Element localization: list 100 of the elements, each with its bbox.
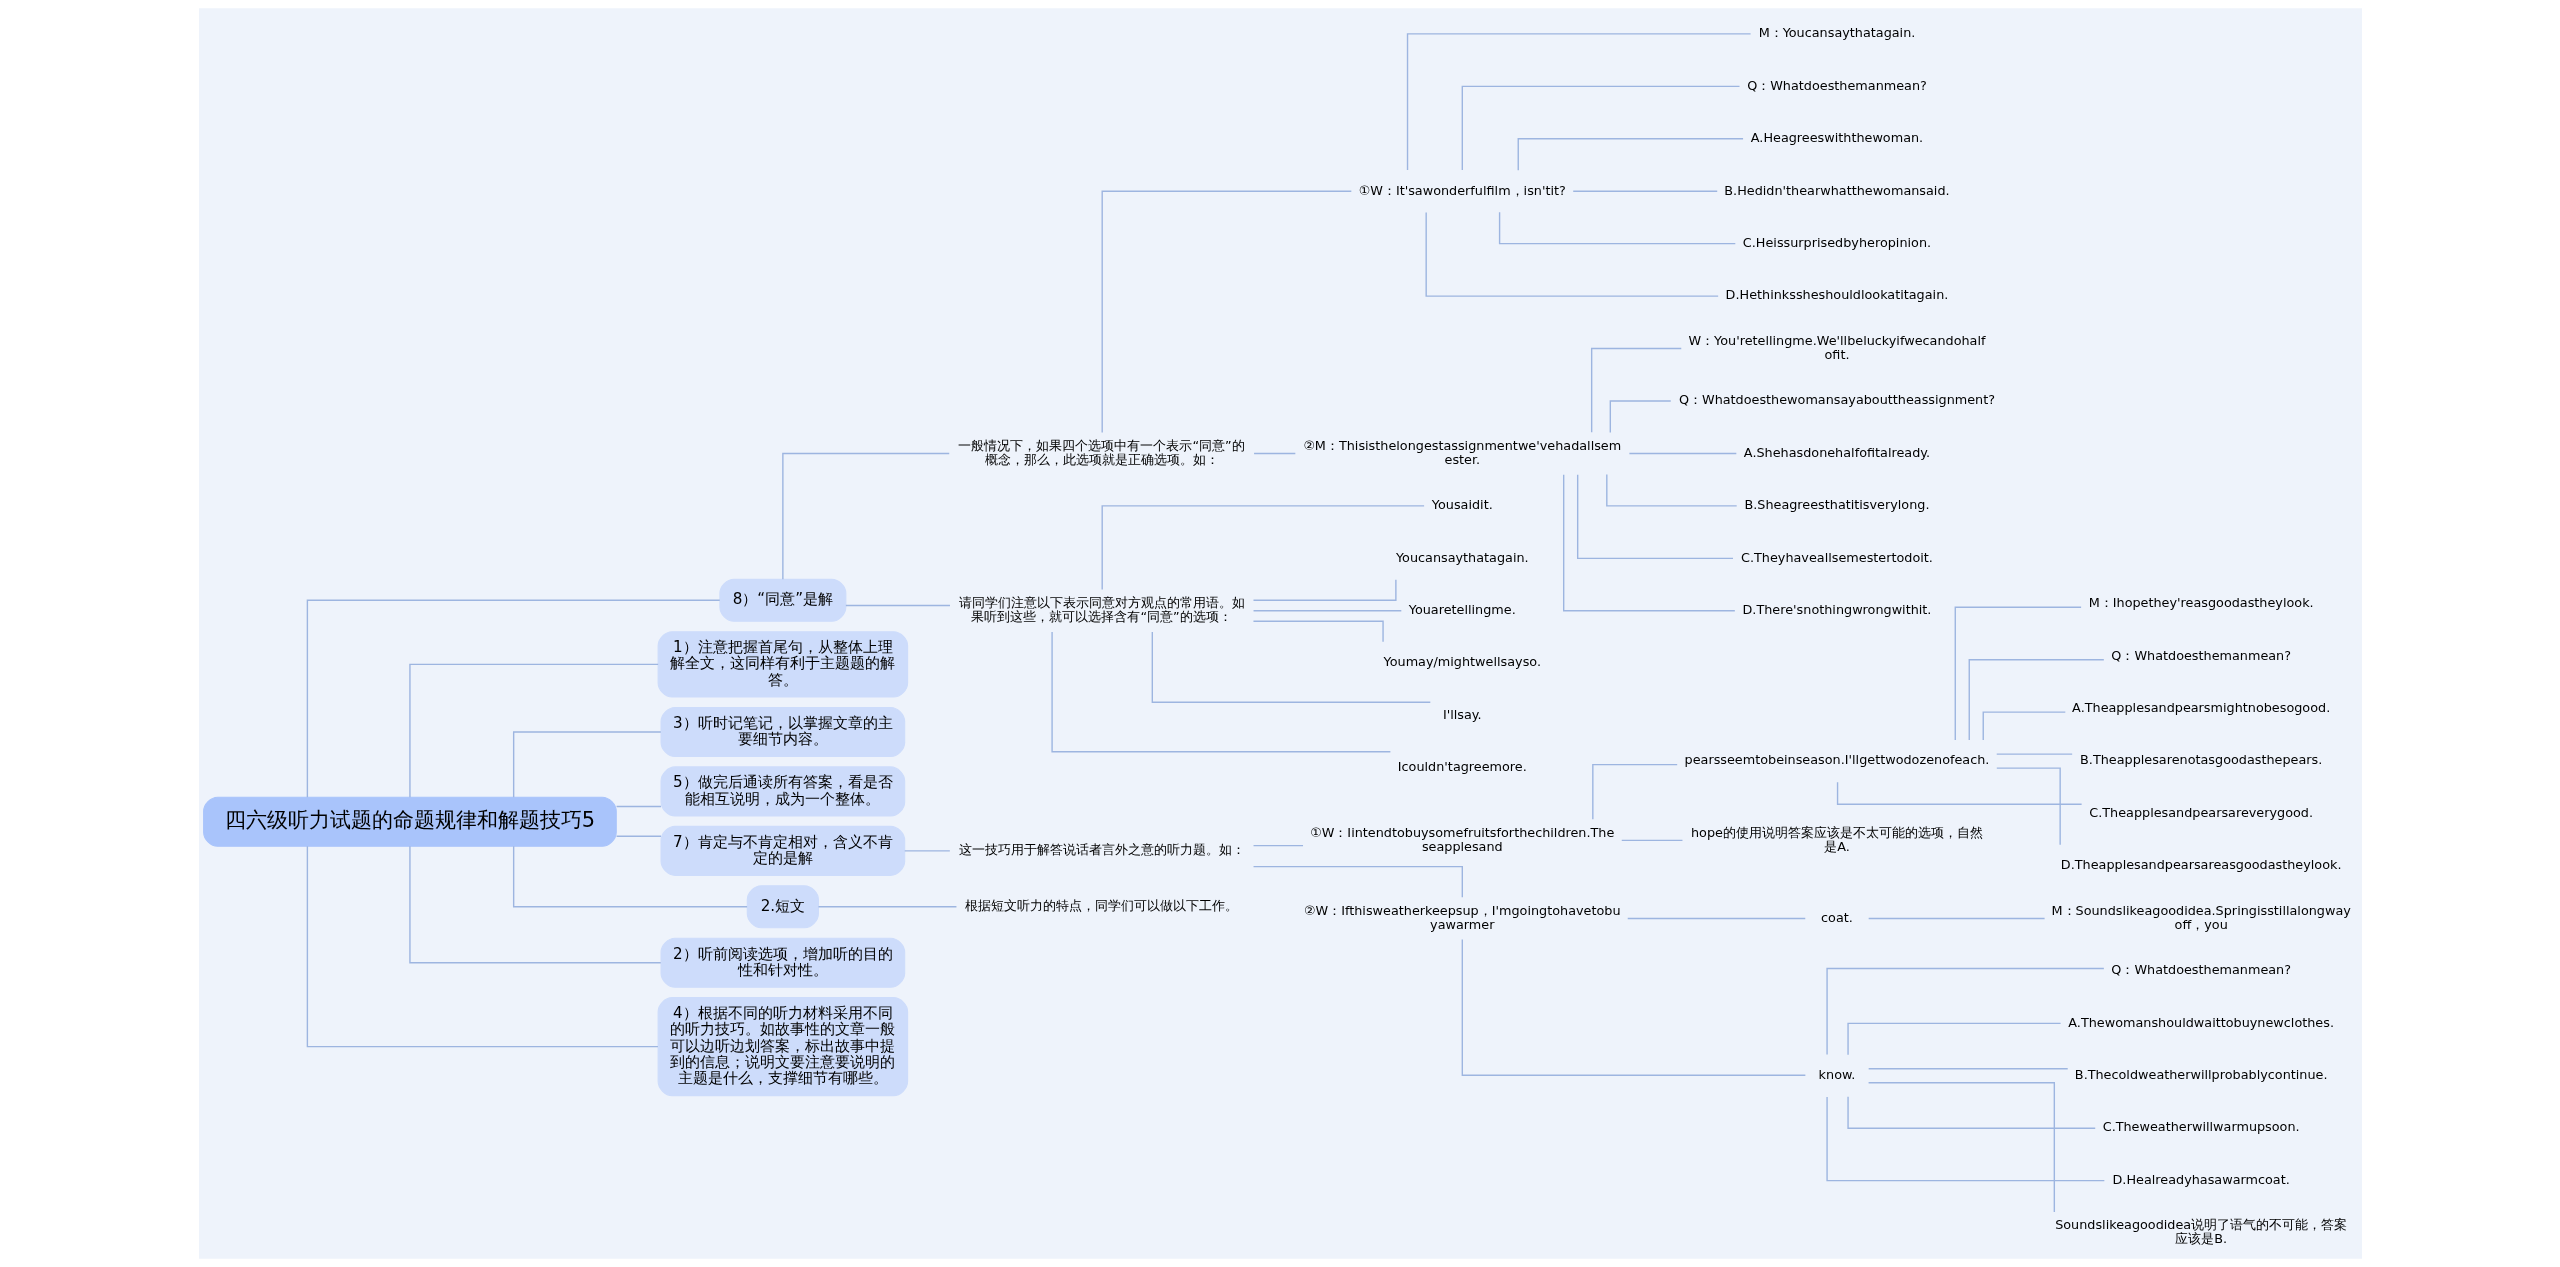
node-box: 8）“同意”是解 [718,578,846,622]
connector [1050,631,1391,753]
node-box: 3）听时记笔记，以掌握文章的主要细节内容。 [660,706,905,758]
connector [408,663,659,798]
connector [1461,85,1740,171]
node-text: ①W：Iintendtobuysomefruitsforthechildren.Theseapplesand [1309,824,1614,854]
connector [1252,610,1402,612]
node-text: hope的使用说明答案应该是不太可能的选项，自然是A. [1690,824,1983,854]
node-text: W：You'retellingme.We'llbeluckyifwecandohalfofit. [1687,332,1986,362]
connector [1846,1022,2061,1056]
connector [1995,767,2061,846]
connector [1101,505,1425,591]
connector [1846,1096,2096,1129]
connector [1406,33,1751,171]
node-text: Youmay/mightwellsayso. [1383,654,1541,670]
connector [1562,473,1736,612]
connector [1252,865,1463,899]
connector [512,845,748,908]
connector [408,845,661,964]
connector [1867,1068,2068,1070]
connector [1968,659,2105,741]
node-text: M：Youcansaythatagain. [1758,25,1915,41]
node-text: B.Theapplesarenotasgoodasthepears. [2079,752,2322,768]
node-text: A.Theapplesandpearsmightnobesogood. [2071,699,2330,715]
node-text: Yousaidit. [1431,497,1493,513]
node-text: A.Thewomanshouldwaittobuynewclothes. [2067,1014,2334,1030]
node-text: I'llsay. [1442,706,1482,722]
node-text: 请同学们注意以下表示同意对方观点的常用语。如果听到这些，就可以选择含有“同意”的选项： [958,595,1245,625]
connector [1252,620,1384,643]
node-box: 4）根据不同的听力材料采用不同的听力技巧。如故事性的文章一般可以边听边划答案，标出故事中提到的信息；说明文要注意要说明的主题是什么，支撑细节有哪些。 [657,997,908,1097]
connector [1572,190,1718,192]
node-text: D.Hethinkssheshouldlookatitagain. [1725,287,1948,303]
connector [512,731,662,798]
node-text: ②W：Ifthisweatherkeepsup，I'mgoingtohavetobuyawarmer [1303,902,1621,932]
node-text: ①W：It'sawonderfulfilm，isn'tit? [1358,182,1566,198]
node-text: Soundslikeagoodidea说明了语气的不可能，答案应该是B. [2054,1217,2347,1247]
connector [306,845,659,1048]
node-text: M：Ihopethey'reasgoodastheylook. [2088,595,2314,611]
node-text: A.Shehasdonehalfofitalready. [1743,444,1930,460]
node-box: 5）做完后通读所有答案，看是否能相互说明，成为一个整体。 [660,766,905,817]
connector [1867,917,2045,920]
node-text: pearsseemtobeinseason.I'llgettwodozenofeach. [1684,752,1989,768]
connector [1825,1096,2105,1182]
node-text: Q：Whatdoesthemanmean? [2110,647,2291,663]
node-box: 7）肯定与不肯定相对，含义不肯定的是解 [660,825,905,876]
connector [1605,473,1737,507]
connector [844,604,951,607]
node-text: M：Soundslikeagoodidea.Springisstillalongwayoff，you [2050,902,2351,932]
connector [615,805,662,808]
node-text: Q：Whatdoesthemanmean? [1746,77,1927,93]
connector [1590,347,1682,433]
node-text: C.Theyhaveallsemestertodoit. [1740,549,1933,565]
connector [306,599,720,798]
connector [1151,631,1431,703]
node-box: 2.短文 [746,885,819,929]
node-text: B.Sheagreesthatitisverylong. [1743,497,1930,513]
node-text: 一般情况下，如果四个选项中有一个表示“同意”的概念，那么，此选项就是正确选项。如： [957,437,1245,467]
connector [1995,753,2073,755]
node-text: C.Theapplesandpearsareverygood. [2088,804,2313,820]
node-box: 2）听前阅读选项，增加听的目的性和针对性。 [660,937,905,988]
connector [1954,606,2082,741]
node-text: 这一技巧用于解答说话者言外之意的听力题。如： [958,842,1245,858]
connector [1461,938,1806,1076]
connector [1252,579,1397,601]
connector [1576,473,1734,560]
connector [1620,839,1683,842]
connector [1252,844,1304,847]
connector [1982,711,2066,741]
connector [1867,1082,2055,1213]
node-text: B.Thecoldweatherwillprobablycontinue. [2074,1067,2327,1083]
connector [1825,967,2105,1056]
node-text: Icouldn'tagreemore. [1397,759,1527,775]
node-text: Youaretellingme. [1408,602,1516,618]
connector [1252,452,1296,455]
connector [1101,190,1352,434]
node-text: D.Theapplesandpearsareasgoodastheylook. [2060,857,2341,873]
node-box: 1）注意把握首尾句，从整体上理解全文，这同样有利于主题题的解答。 [657,631,908,698]
node-text: ②M：Thisisthelongestassignmentwe'vehadallsemester. [1302,437,1621,467]
node-text: D.There'snothingwrongwithit. [1742,602,1931,618]
connector [615,835,662,837]
connector [1517,138,1744,171]
node-text: Youcansaythatagain. [1395,549,1529,565]
node-text: know. [1818,1067,1855,1083]
node-text: coat. [1820,909,1853,925]
node-text: Q：Whatdoesthewomansayabouttheassignment? [1678,392,1995,408]
connector [1626,917,1806,920]
node-text: Q：Whatdoesthemanmean? [2110,962,2291,978]
node-box: 四六级听力试题的命题规律和解题技巧5 [202,796,617,847]
connector [1425,211,1719,297]
node-text: D.Healreadyhasawarmcoat. [2112,1171,2290,1187]
connector [903,850,951,852]
connector [781,452,950,580]
node-text: 根据短文听力的特点，同学们可以做以下工作。 [964,898,1238,914]
node-text: A.Heagreeswiththewoman. [1750,130,1923,146]
node-text: C.Heissurprisedbyheropinion. [1742,234,1931,250]
connector [1628,452,1737,455]
node-text: B.Hedidn'thearwhatthewomansaid. [1723,182,1950,198]
node-text: C.Theweatherwillwarmupsoon. [2102,1119,2300,1135]
connector [1591,763,1678,820]
connector [1498,211,1736,245]
